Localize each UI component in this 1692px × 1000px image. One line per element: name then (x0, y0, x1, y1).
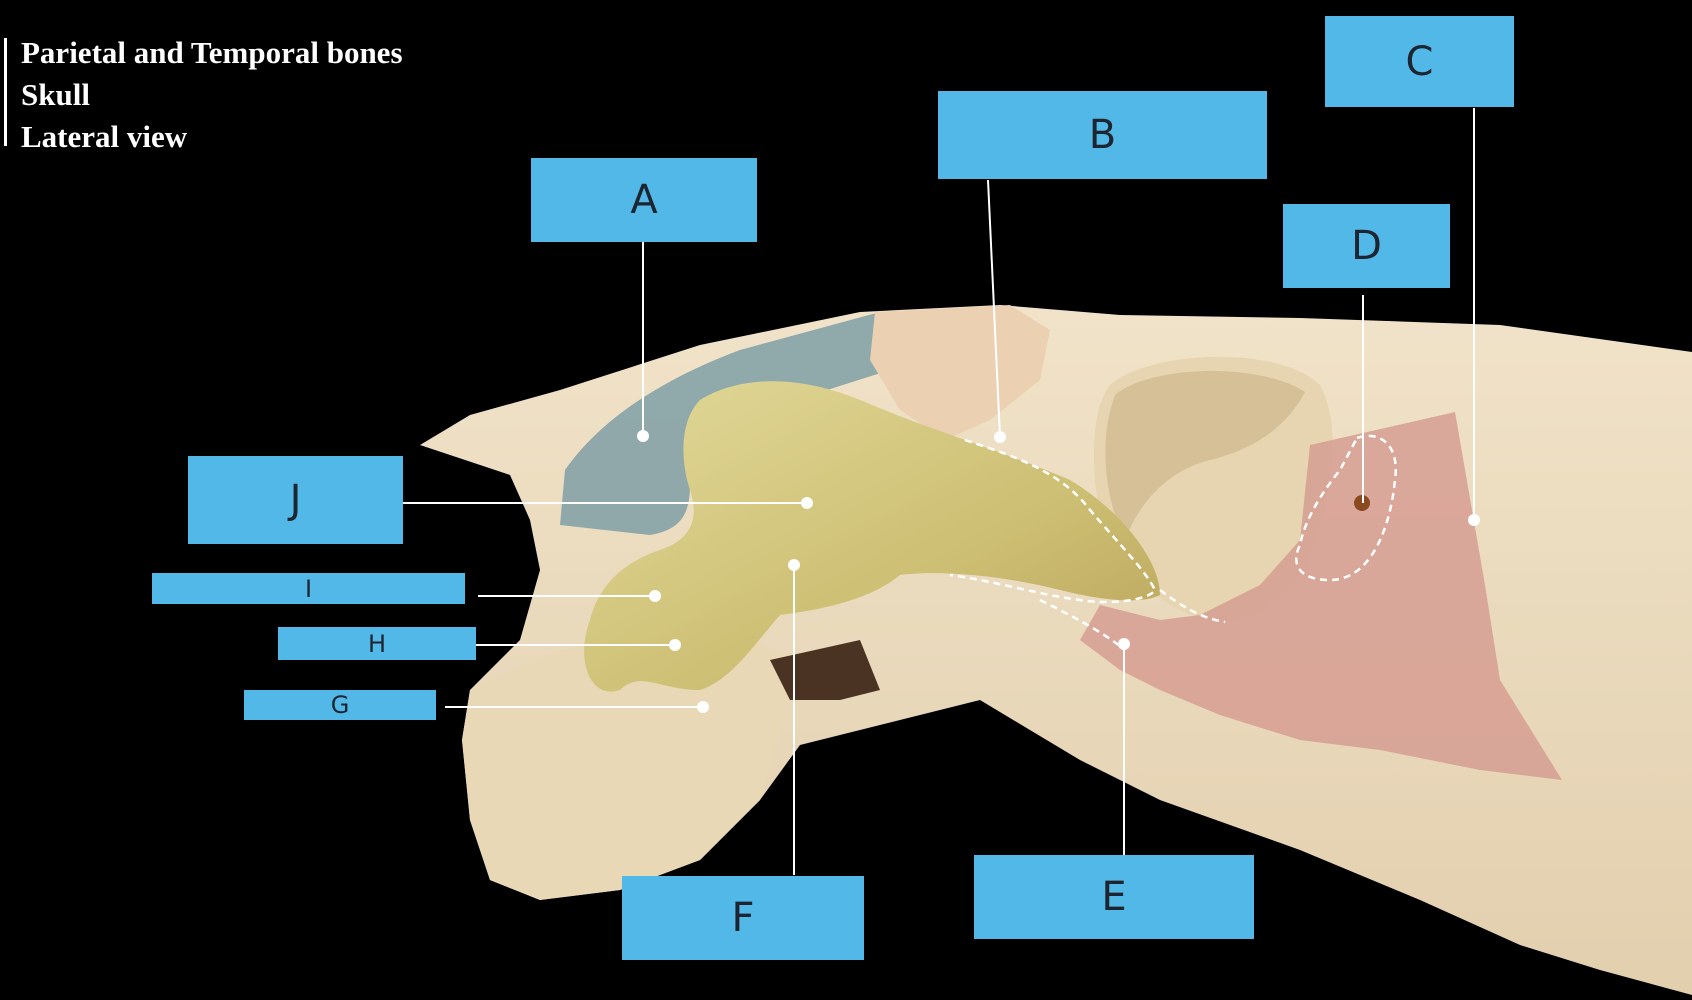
label-box-d: D (1283, 204, 1450, 288)
leader-b (987, 179, 1001, 438)
endpoint-f (788, 559, 800, 571)
title-line-2: Skull (21, 77, 90, 112)
label-box-g: G (244, 690, 436, 720)
label-box-c: C (1325, 16, 1514, 107)
ventral-region (462, 620, 800, 900)
label-box-i: I (152, 573, 465, 604)
dashed-outline-foramen (1295, 434, 1398, 582)
endpoint-b (994, 431, 1006, 443)
highlight-pink-region (1080, 412, 1562, 780)
endpoint-i (649, 590, 661, 602)
label-box-b: B (938, 91, 1267, 179)
label-box-j: J (188, 456, 403, 544)
diagram-title: Parietal and Temporal bones Skull Latera… (21, 32, 403, 158)
dark-gap (770, 640, 880, 700)
leader-lines (403, 108, 1475, 875)
orbit-shadow (1105, 370, 1305, 540)
label-box-f: F (622, 876, 864, 960)
endpoint-c (1468, 514, 1480, 526)
title-line-3: Lateral view (21, 119, 188, 154)
endpoint-a (637, 430, 649, 442)
title-accent-bar (4, 38, 7, 146)
endpoint-h (669, 639, 681, 651)
label-box-h: H (278, 627, 476, 660)
title-line-1: Parietal and Temporal bones (21, 35, 403, 70)
dashed-outline-zygomatic-lower2 (1039, 598, 1126, 651)
endpoint-j (801, 497, 813, 509)
dashed-outline-zygomatic (949, 438, 1157, 604)
upper-temporal-area (870, 305, 1050, 440)
leader-endpoints (637, 430, 1480, 713)
label-box-e: E (974, 855, 1254, 939)
endpoint-e (1118, 638, 1130, 650)
label-box-a: A (531, 158, 757, 242)
dashed-outline-zygomatic-lower (1159, 588, 1226, 624)
endpoint-g (697, 701, 709, 713)
